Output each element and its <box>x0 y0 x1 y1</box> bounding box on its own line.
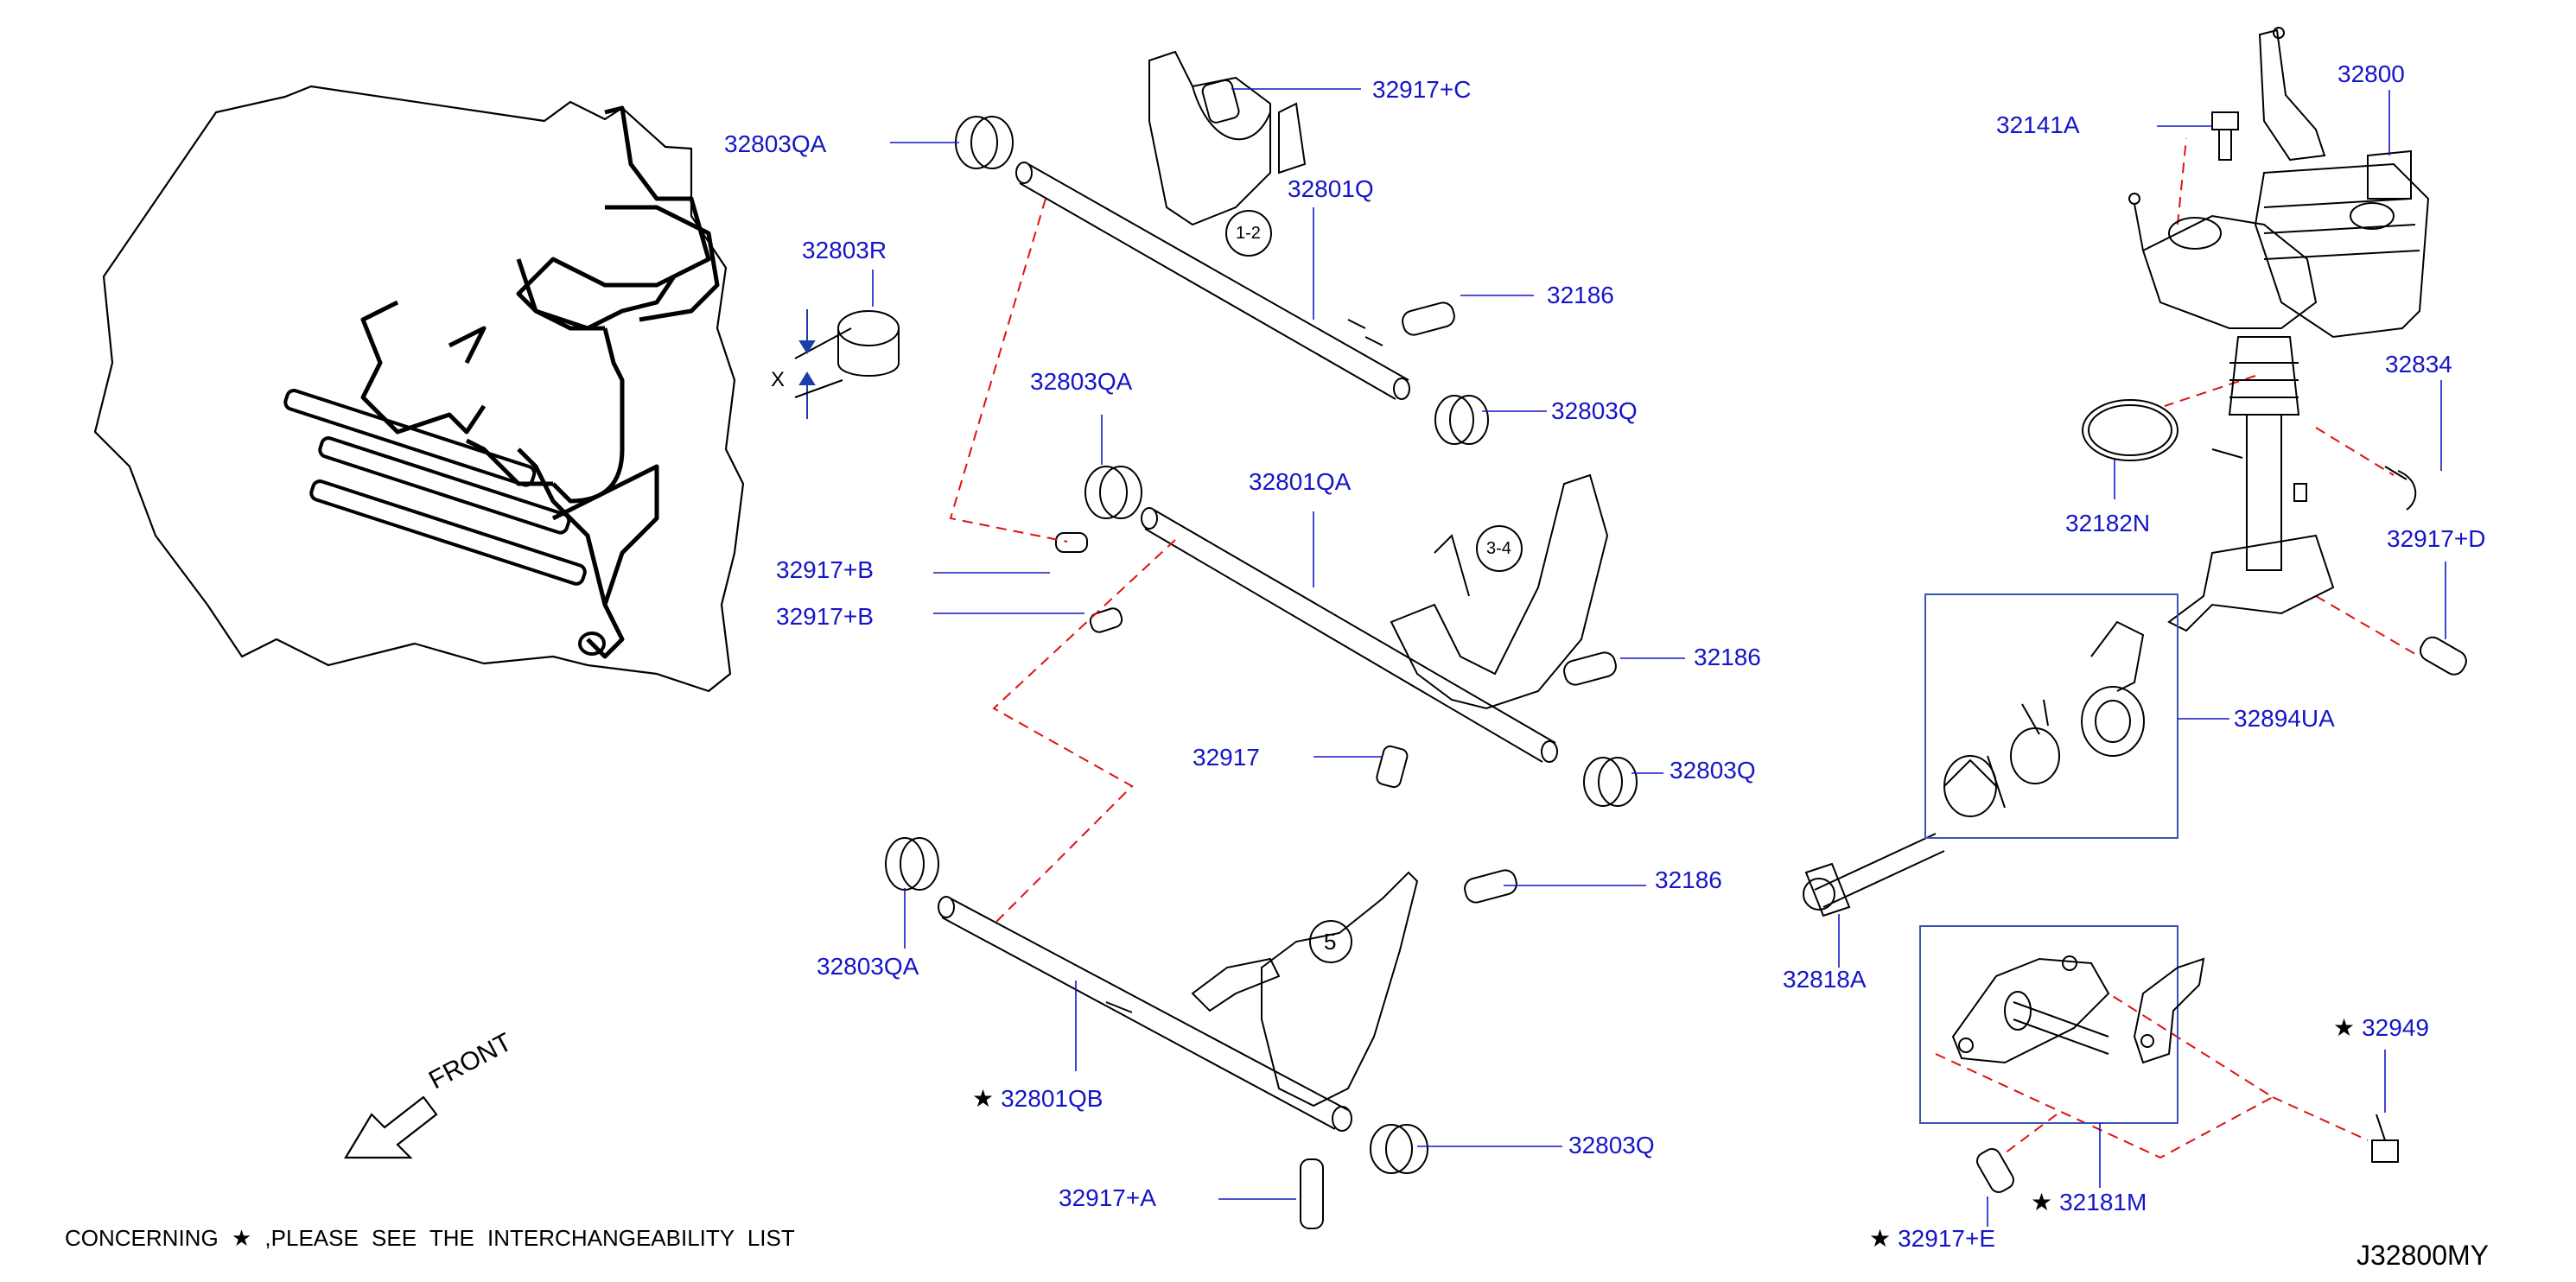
label-32917b-b[interactable]: 32917+B <box>776 603 874 630</box>
label-32181m[interactable]: ★32181M <box>2031 1190 2147 1215</box>
diagram-code: J32800MY <box>2357 1240 2489 1271</box>
front-direction-arrow <box>344 1095 438 1159</box>
position-mark-3-4: 3-4 <box>1486 539 1511 558</box>
label-32803qa-mid[interactable]: 32803QA <box>1030 368 1133 395</box>
shift-control-lever-assembly <box>1803 27 2467 1193</box>
position-marks <box>1225 210 1523 963</box>
label-32801q[interactable]: 32801Q <box>1288 175 1374 202</box>
box-contents <box>1943 620 2205 1064</box>
label-32182n[interactable]: 32182N <box>2065 510 2151 536</box>
label-32818a[interactable]: 32818A <box>1783 966 1867 993</box>
label-32181m-text: 32181M <box>2059 1189 2147 1215</box>
label-32917a[interactable]: 32917+A <box>1059 1184 1156 1211</box>
leader-lines <box>872 88 2446 1227</box>
star-icon: ★ <box>972 1085 995 1112</box>
fork-rod-5 <box>938 871 1419 1132</box>
position-mark-1-2: 1-2 <box>1236 224 1261 243</box>
position-mark-5: 5 <box>1324 929 1337 955</box>
label-32949-text: 32949 <box>2362 1014 2429 1041</box>
label-32141a[interactable]: 32141A <box>1996 111 2080 138</box>
label-32803q-a[interactable]: 32803Q <box>1551 397 1638 424</box>
label-32803q-c[interactable]: 32803Q <box>1568 1132 1655 1158</box>
label-32917[interactable]: 32917 <box>1193 744 1260 771</box>
dashed-connection-lines <box>949 137 2420 1159</box>
label-32186-a[interactable]: 32186 <box>1547 282 1614 308</box>
label-32834[interactable]: 32834 <box>2385 351 2452 378</box>
interchangeability-note: CONCERNING ★ ,PLEASE SEE THE INTERCHANGE… <box>65 1225 795 1251</box>
dimension-x-label: X <box>771 368 786 391</box>
label-32803q-b[interactable]: 32803Q <box>1670 757 1756 784</box>
label-32917e[interactable]: ★32917+E <box>1869 1227 1995 1251</box>
label-32186-c[interactable]: 32186 <box>1655 866 1722 893</box>
star-icon: ★ <box>2333 1014 2356 1041</box>
label-32803qa-low[interactable]: 32803QA <box>817 953 919 980</box>
label-32917c[interactable]: 32917+C <box>1372 76 1472 103</box>
label-32803r[interactable]: 32803R <box>802 237 887 263</box>
dimension-x-marker <box>794 309 852 419</box>
label-32917b-a[interactable]: 32917+B <box>776 556 874 583</box>
label-32894ua[interactable]: 32894UA <box>2234 705 2335 732</box>
fork-rod-3-4 <box>1141 473 1609 763</box>
transmission-assembly-illustration <box>93 85 745 693</box>
fork-rod-1-2 <box>1015 50 1410 400</box>
label-32186-b[interactable]: 32186 <box>1694 644 1761 670</box>
label-32949[interactable]: ★32949 <box>2333 1016 2429 1040</box>
label-32801qa[interactable]: 32801QA <box>1249 468 1352 495</box>
star-icon: ★ <box>2031 1189 2053 1215</box>
component-boxes <box>1919 593 2178 1124</box>
label-32917e-text: 32917+E <box>1898 1225 1995 1252</box>
star-icon: ★ <box>1869 1225 1892 1252</box>
label-32800[interactable]: 32800 <box>2337 60 2405 87</box>
label-32801qb-text: 32801QB <box>1001 1085 1104 1112</box>
label-32917d[interactable]: 32917+D <box>2387 525 2486 552</box>
label-32801qb[interactable]: ★32801QB <box>972 1087 1103 1111</box>
label-32803qa-top[interactable]: 32803QA <box>724 130 827 157</box>
bushings-and-pins <box>837 79 1638 1229</box>
